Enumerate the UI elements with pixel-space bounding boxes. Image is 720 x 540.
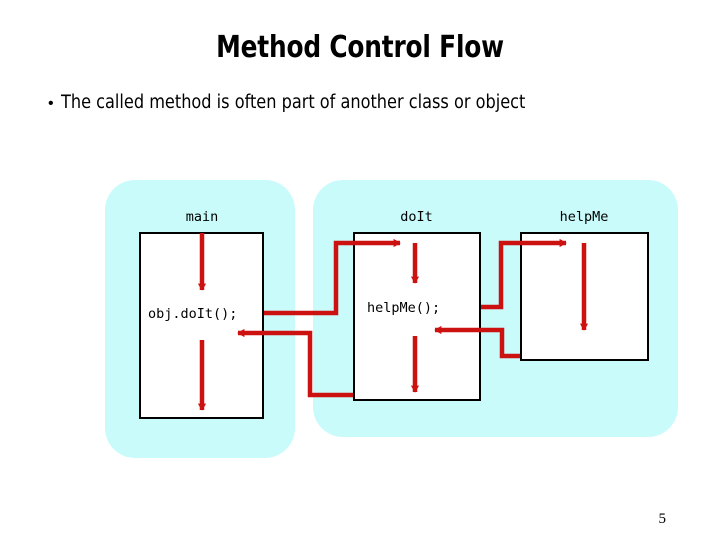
page-title: Method Control Flow [216,30,504,65]
method-code-doit: helpMe(); [367,300,441,316]
page-number: 5 [658,511,667,527]
method-box-doit [353,232,481,401]
method-box-helpme [520,232,649,361]
method-label-helpme: helpMe [559,209,609,225]
bullet-marker-icon: • [48,95,54,112]
bullet-item: • The called method is often part of ano… [48,92,688,113]
method-box-main [139,232,264,419]
bullet-text: The called method is often part of anoth… [60,92,525,113]
method-label-main: main [185,209,219,225]
method-code-main: obj.doIt(); [148,306,238,322]
method-label-doit: doIt [400,209,433,225]
